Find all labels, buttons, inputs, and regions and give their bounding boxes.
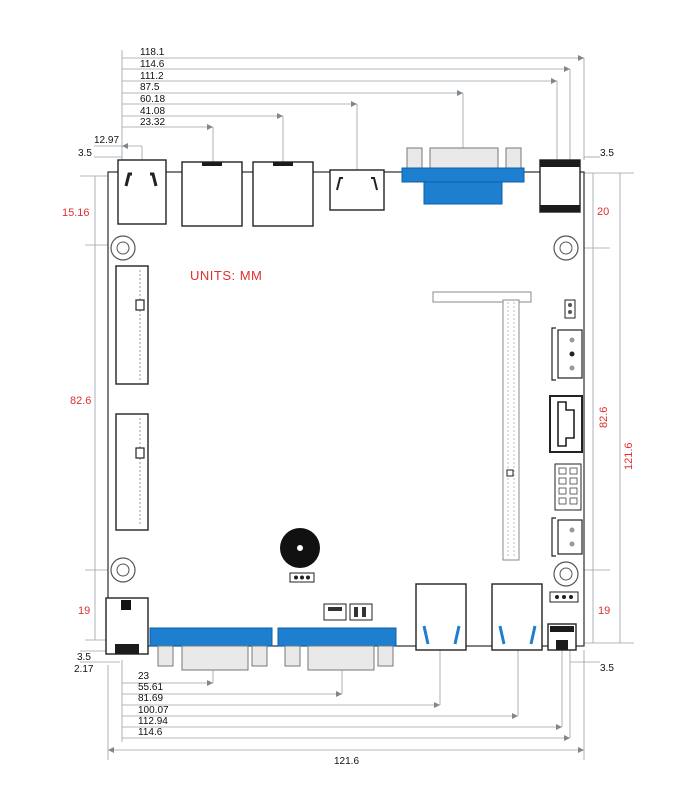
memory-slot-2 <box>115 413 149 531</box>
dim-87-5: 87.5 <box>140 82 160 93</box>
jumper-pair <box>323 603 373 621</box>
dim-111-2: 111.2 <box>140 71 164 82</box>
dim-12-97: 12.97 <box>94 135 119 146</box>
bottom-dimension-lines <box>107 650 585 760</box>
jumper-small-center <box>289 572 315 583</box>
dim-19-left: 19 <box>78 605 90 617</box>
dc-power-jack-bottom <box>105 597 149 655</box>
dim-23-32: 23.32 <box>140 117 165 128</box>
top-dimension-lines <box>94 50 600 170</box>
memory-slot-1 <box>115 265 149 385</box>
mounting-hole-top-right <box>553 235 579 261</box>
dc-power-jack-top <box>539 159 581 213</box>
bottom-dimension-labels: 23 55.61 81.69 100.07 112.94 114.6 121.6 <box>138 671 359 767</box>
dim-118-1: 118.1 <box>140 47 165 58</box>
dim-19-right: 19 <box>598 605 610 617</box>
dim-112-94: 112.94 <box>138 716 168 727</box>
top-dimension-labels: 118.1 114.6 111.2 87.5 60.18 41.08 23.32… <box>78 47 614 159</box>
vga-port-top <box>401 147 525 205</box>
com-port-2 <box>277 627 397 671</box>
pin-header-block <box>554 463 582 511</box>
units-label: UNITS: MM <box>190 268 262 283</box>
dim-60-18: 60.18 <box>140 94 165 105</box>
dim-41-08: 41.08 <box>140 106 165 117</box>
mounting-hole-bottom-right <box>553 561 579 587</box>
bottom-usb-port-2 <box>491 583 543 651</box>
left-dimension-lines <box>80 175 120 663</box>
dim-3-5-bottom-left: 3.5 <box>77 652 91 663</box>
dim-3-5-bottom-right: 3.5 <box>600 663 614 674</box>
hdmi-port <box>329 169 385 211</box>
dim-114-6: 114.6 <box>140 59 165 70</box>
power-header <box>551 517 583 557</box>
dim-23-bottom: 23 <box>138 671 150 682</box>
com-port-1 <box>149 627 273 671</box>
dim-20-right: 20 <box>597 206 609 218</box>
left-dimension-labels: 15.16 82.6 19 3.5 2.17 <box>62 207 94 675</box>
sata-connector <box>549 395 583 453</box>
dim-55-61: 55.61 <box>138 682 163 693</box>
dim-100-07: 100.07 <box>138 705 169 716</box>
lan-port-1 <box>181 161 243 227</box>
jumper-right <box>549 591 579 603</box>
header-small-top <box>564 299 576 319</box>
dim-3-5-top-left: 3.5 <box>78 148 92 159</box>
top-usb-port <box>117 159 167 225</box>
mounting-hole-bottom-left <box>110 557 136 583</box>
dim-82-6-left: 82.6 <box>70 395 91 407</box>
dim-114-6-bottom: 114.6 <box>138 727 163 738</box>
right-dimension-labels: 20 82.6 121.6 19 3.5 <box>597 206 635 674</box>
buzzer <box>280 528 320 568</box>
dim-81-69: 81.69 <box>138 693 163 704</box>
right-dimension-lines <box>560 172 634 663</box>
dim-121-6-bottom: 121.6 <box>334 756 359 767</box>
bottom-usb-port-1 <box>415 583 467 651</box>
dim-2-17: 2.17 <box>74 664 94 675</box>
bottom-audio-jack <box>547 623 577 651</box>
dim-121-6-right: 121.6 <box>623 442 635 470</box>
dim-82-6-right: 82.6 <box>598 407 610 428</box>
dim-15-16: 15.16 <box>62 207 90 219</box>
mounting-hole-top-left <box>110 235 136 261</box>
fan-header <box>551 327 583 381</box>
mini-pcie-slot <box>432 291 532 561</box>
dim-3-5-top-right: 3.5 <box>600 148 614 159</box>
lan-port-2 <box>252 161 314 227</box>
